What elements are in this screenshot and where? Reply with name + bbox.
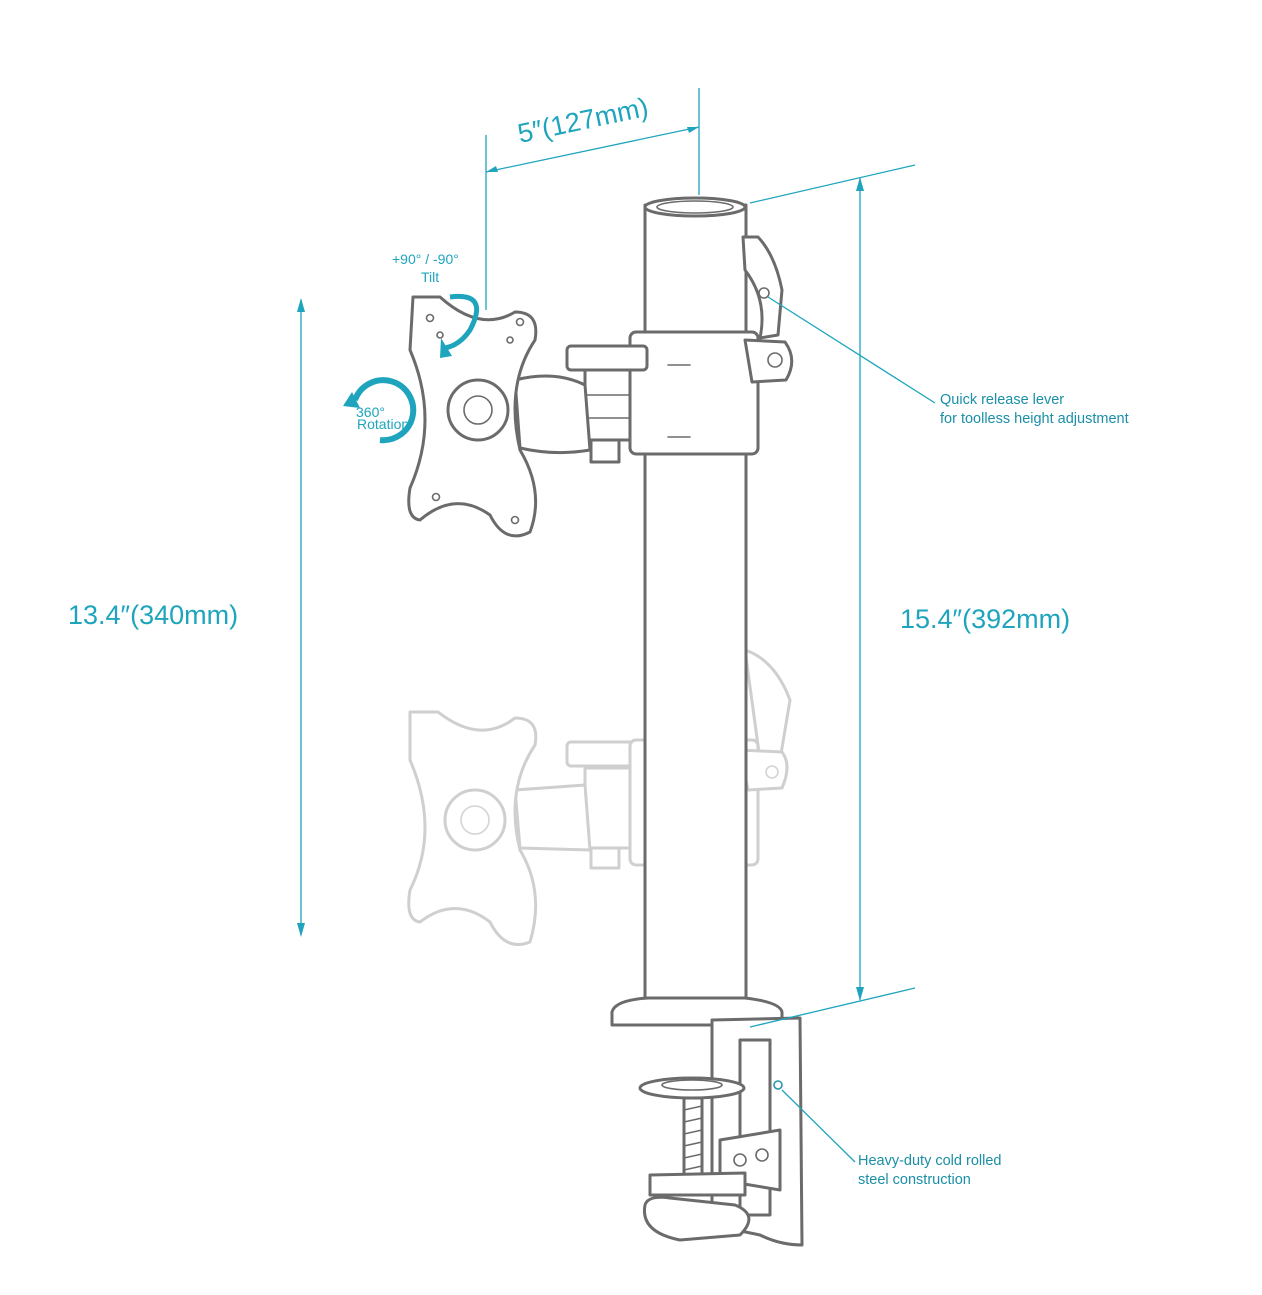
tilt-range-label: +90° / -90°: [392, 251, 459, 267]
dimension-height-range: [297, 298, 305, 937]
dimension-arm-reach: [485, 88, 700, 310]
rotation-value-label: 360°: [356, 404, 385, 420]
callout-lever: Quick release lever for toolless height …: [940, 391, 1129, 429]
arm-reach-label: 5″(127mm): [515, 92, 651, 149]
callout-steel: Heavy-duty cold rolled steel constructio…: [858, 1152, 1001, 1190]
pole-height-label: 15.4″(392mm): [900, 604, 1070, 634]
callout-steel-line2: steel construction: [858, 1172, 971, 1188]
height-range-label: 13.4″(340mm): [68, 600, 238, 630]
rotation-arrow-icon: [343, 377, 417, 444]
callout-leader-steel: [773, 1080, 856, 1163]
rotation-label: Rotation: [357, 416, 409, 432]
tilt-label: Tilt: [421, 269, 439, 285]
arm-joints: [513, 344, 649, 464]
callout-steel-line1: Heavy-duty cold rolled: [858, 1153, 1002, 1169]
pole: [643, 196, 748, 1007]
tilt-arrow-icon: [440, 293, 480, 358]
callout-lever-line1: Quick release lever: [940, 392, 1065, 408]
dimension-pole-height: [749, 164, 916, 1028]
quick-release-lever: [741, 235, 784, 340]
collar-block: [628, 330, 794, 456]
callout-lever-line2: for toolless height adjustment: [940, 411, 1129, 427]
callout-leader-lever: [767, 296, 936, 404]
desk-clamp: [610, 996, 804, 1247]
